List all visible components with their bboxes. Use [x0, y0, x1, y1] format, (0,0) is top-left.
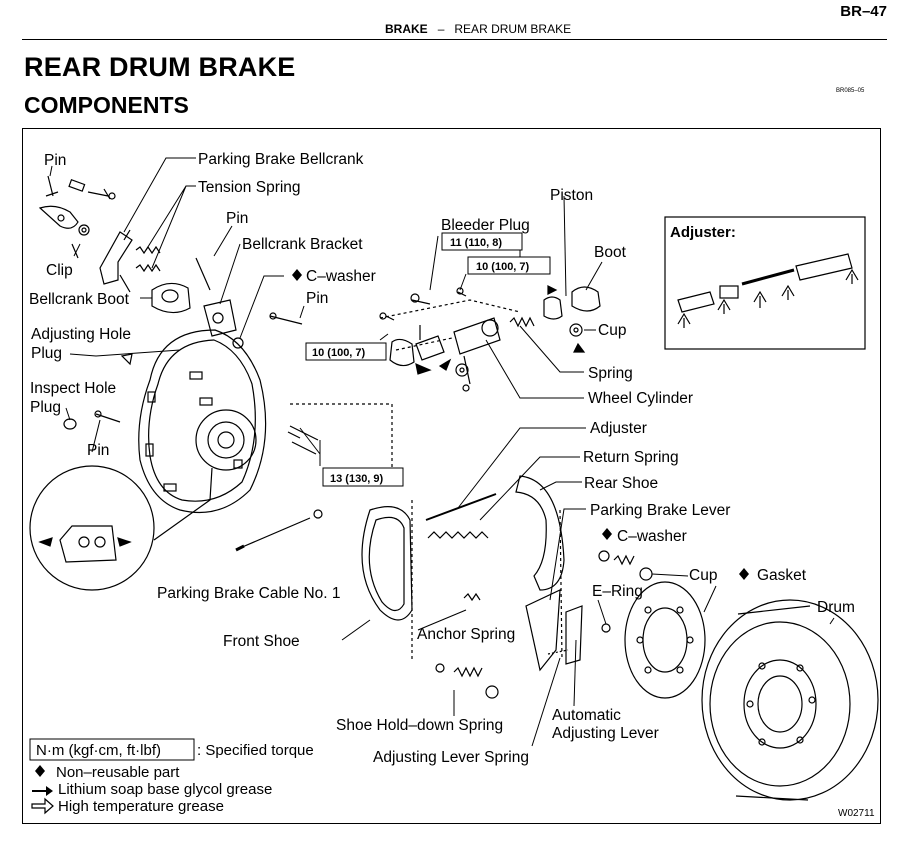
label-parking-brake-bellcrank: Parking Brake Bellcrank: [198, 151, 364, 168]
label-rear-shoe: Rear Shoe: [584, 475, 658, 492]
label-drum: Drum: [817, 599, 855, 616]
label-pin-right: Pin: [306, 290, 328, 307]
label-cup-bottom: Cup: [689, 567, 717, 584]
diamond-icon: [35, 765, 45, 777]
label-pin-top: Pin: [44, 152, 66, 169]
label-gasket: Gasket: [757, 567, 807, 584]
diamond-icon: [602, 528, 612, 540]
label-cup-top: Cup: [598, 322, 626, 339]
header-rule: [22, 39, 887, 40]
label-adjuster: Adjuster: [590, 420, 647, 437]
torque-cylinder-bolts: 13 (130, 9): [330, 473, 384, 485]
label-adjusting-hole-2: Plug: [31, 345, 62, 362]
section-breadcrumb: BRAKE – REAR DRUM BRAKE: [385, 22, 571, 36]
label-tension-spring: Tension Spring: [198, 179, 301, 196]
legend-symbols: [31, 269, 749, 815]
diagram-frame: [22, 128, 881, 824]
backing-plate-drawing: [138, 329, 319, 514]
label-bleeder-plug: Bleeder Plug: [441, 217, 530, 234]
detail-circle-drawing: [29, 465, 213, 591]
legend: N·m (kgf·cm, ft·lbf) : Specified torque …: [36, 742, 314, 815]
legend-torque-desc: : Specified torque: [197, 742, 314, 759]
drum-drawing: [624, 581, 879, 801]
label-anchor-spring: Anchor Spring: [417, 626, 515, 643]
label-c-washer-bottom: C–washer: [617, 528, 687, 545]
label-wheel-cylinder: Wheel Cylinder: [588, 390, 693, 407]
label-inspect-hole-1: Inspect Hole: [30, 380, 116, 397]
legend-high-temp-grease: High temperature grease: [58, 798, 224, 815]
leader-lines: [49, 157, 835, 747]
label-front-shoe: Front Shoe: [223, 633, 300, 650]
adjuster-inset-drawing: [664, 216, 866, 350]
label-bellcrank-boot: Bellcrank Boot: [29, 291, 130, 308]
page-subtitle: COMPONENTS: [24, 92, 189, 118]
label-adjusting-lever-spring: Adjusting Lever Spring: [373, 749, 529, 766]
figure-code: W02711: [838, 808, 875, 819]
torque-small-fitting: 10 (100, 7): [476, 261, 530, 273]
reference-code: BR085–05: [836, 88, 865, 94]
label-bellcrank-bracket: Bellcrank Bracket: [242, 236, 363, 253]
label-spring: Spring: [588, 365, 633, 382]
label-pin-mid: Pin: [226, 210, 248, 227]
torque-labels: 11 (110, 8) 10 (100, 7) 10 (100, 7) 13 (…: [312, 237, 530, 485]
legend-lithium-grease: Lithium soap base glycol grease: [58, 781, 272, 798]
hollow-arrow-icon: [31, 797, 54, 815]
label-boot: Boot: [594, 244, 627, 261]
inset-title: Adjuster:: [670, 224, 736, 241]
torque-cylinder-union: 10 (100, 7): [312, 347, 366, 359]
bellcrank-parts-drawing: [38, 175, 303, 430]
breadcrumb-separator: –: [437, 22, 445, 36]
parking-brake-cable-drawing: [235, 509, 323, 552]
wheel-cylinder-drawing: [379, 285, 601, 392]
page-title: REAR DRUM BRAKE: [24, 52, 296, 82]
label-adjusting-hole-1: Adjusting Hole: [31, 326, 131, 343]
diamond-icon: [292, 269, 302, 281]
label-parking-brake-cable: Parking Brake Cable No. 1: [157, 585, 341, 602]
label-shoe-hold-down-spring: Shoe Hold–down Spring: [336, 717, 503, 734]
label-automatic-1: Automatic: [552, 707, 621, 724]
label-e-ring: E–Ring: [592, 583, 643, 600]
section-name: BRAKE: [385, 22, 428, 36]
label-inspect-hole-2: Plug: [30, 399, 61, 416]
label-return-spring: Return Spring: [583, 449, 679, 466]
solid-arrow-icon: [32, 786, 53, 796]
torque-bleeder-plug: 11 (110, 8): [450, 237, 502, 249]
subsection-name: REAR DRUM BRAKE: [454, 22, 572, 36]
legend-non-reusable: Non–reusable part: [56, 764, 180, 781]
torque-boxes: [29, 232, 551, 761]
label-clip: Clip: [46, 262, 73, 279]
label-parking-brake-lever: Parking Brake Lever: [590, 502, 730, 519]
legend-torque-units: N·m (kgf·cm, ft·lbf): [36, 742, 161, 759]
label-piston: Piston: [550, 187, 593, 204]
label-pin-bottom: Pin: [87, 442, 109, 459]
diamond-icon: [739, 568, 749, 580]
label-automatic-2: Adjusting Lever: [552, 725, 659, 742]
page-number: BR–47: [840, 3, 887, 20]
part-labels: Pin Parking Brake Bellcrank Tension Spri…: [29, 151, 855, 766]
label-c-washer-top: C–washer: [306, 268, 376, 285]
